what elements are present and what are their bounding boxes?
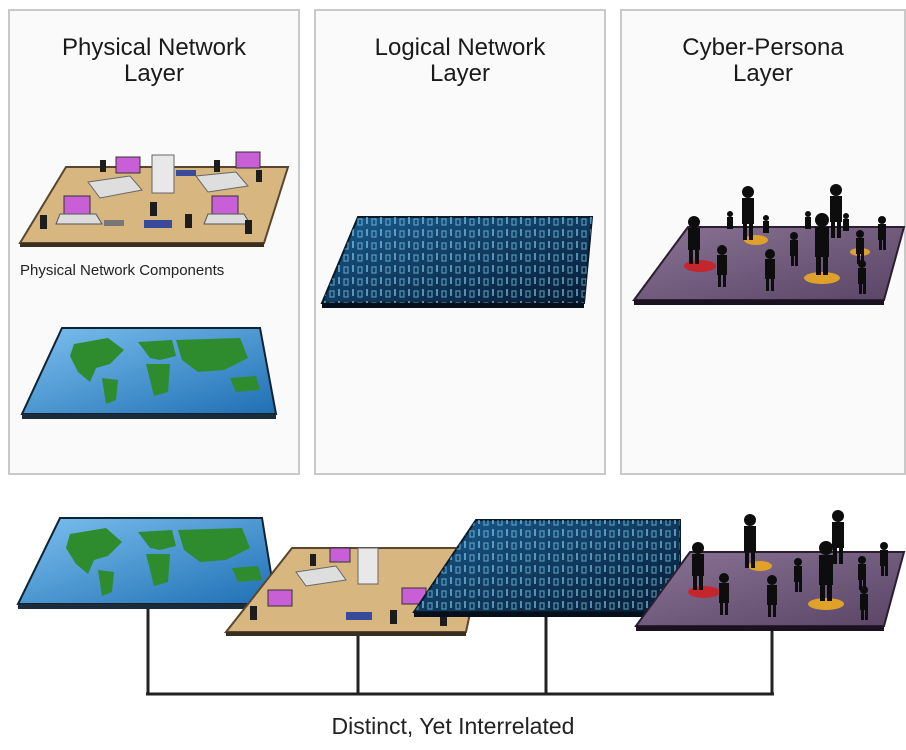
combined-world-map: [16, 517, 278, 609]
physical-world-map: [20, 327, 278, 419]
physical-layer-title: Physical Network Layer: [61, 34, 247, 87]
persona-crowd-floor: [632, 184, 906, 305]
logical-code-plane: [320, 216, 594, 308]
interrelation-caption: Distinct, Yet Interrelated: [331, 713, 575, 739]
interrelation-connectors: [146, 600, 774, 696]
device-servers: [87, 154, 249, 199]
physical-components-board: [18, 151, 290, 247]
device-laptops: [55, 151, 261, 225]
physical-components-caption: Physical Network Components: [20, 262, 225, 279]
persona-layer-title: Cyber-Persona Layer: [682, 34, 844, 87]
device-phones: [40, 160, 262, 234]
logical-layer-title: Logical Network Layer: [374, 34, 546, 87]
device-routers: [104, 170, 196, 228]
combined-persona-floor: [634, 510, 906, 631]
combined-code-plane: [412, 519, 681, 617]
